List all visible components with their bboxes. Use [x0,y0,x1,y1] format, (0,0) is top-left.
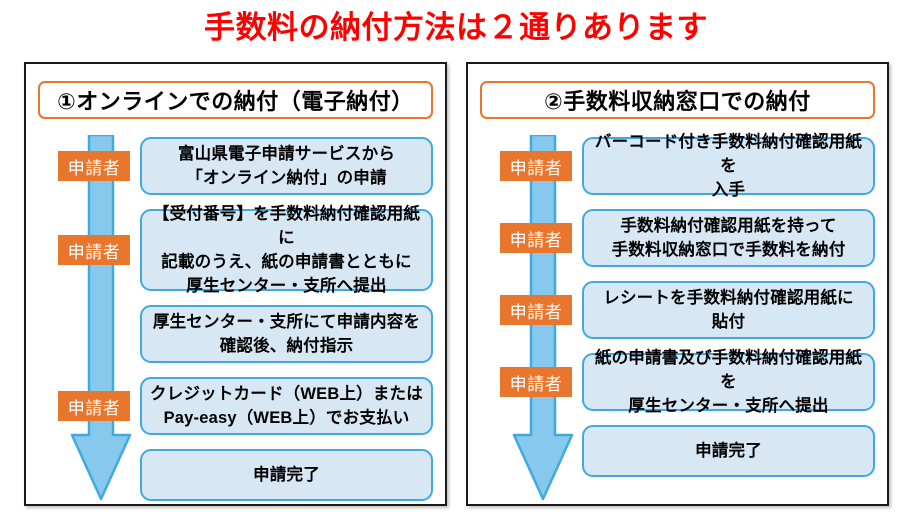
step-row: 申請者 手数料納付確認用紙を持って 手数料収納窓口で手数料を納付 [480,209,875,267]
actor-badge: 申請者 [500,367,572,397]
step-box: 富山県電子申請サービスから 「オンライン納付」の申請 [140,137,433,195]
step-row: 申請者 クレジットカード（WEB上）または Pay-easy（WEB上）でお支払… [38,377,433,435]
step-text: 申請完了 [695,442,762,460]
step-box: 紙の申請書及び手数料納付確認用紙を 厚生センター・支所へ提出 [582,349,875,415]
step-text: クレジットカード（WEB上）または Pay-easy（WEB上）でお支払い [150,385,423,427]
step-box: 厚生センター・支所にて申請内容を 確認後、納付指示 [140,305,433,363]
step-text: 厚生センター・支所にて申請内容を 確認後、納付指示 [152,313,421,355]
step-row: 申請者 紙の申請書及び手数料納付確認用紙を 厚生センター・支所へ提出 [480,349,875,415]
step-box: 申請完了 [582,425,875,477]
step-text: 【受付番号】を手数料納付確認用紙に 記載のうえ、紙の申請書とともに 厚生センター… [152,205,421,295]
step-box: 【受付番号】を手数料納付確認用紙に 記載のうえ、紙の申請書とともに 厚生センター… [140,205,433,295]
online-steps-list: 申請者 富山県電子申請サービスから 「オンライン納付」の申請 申請者 【受付番号… [38,135,433,501]
step-row: 申請者 レシートを手数料納付確認用紙に 貼付 [480,281,875,339]
step-text: 紙の申請書及び手数料納付確認用紙を 厚生センター・支所へ提出 [594,349,863,415]
panel-online-payment: ①オンラインでの納付（電子納付） 申請者 富山県電子申請サービスから 「オンライ… [24,62,447,506]
step-box: クレジットカード（WEB上）または Pay-easy（WEB上）でお支払い [140,377,433,435]
actor-badge: 申請者 [58,391,130,421]
step-row: 厚生センター・支所にて申請内容を 確認後、納付指示 [38,305,433,363]
counter-steps-list: 申請者 バーコード付き手数料納付確認用紙を 入手 申請者 手数料納付確認用紙を持… [480,133,875,496]
step-row: 申請者 【受付番号】を手数料納付確認用紙に 記載のうえ、紙の申請書とともに 厚生… [38,205,433,295]
step-row-complete: 申請完了 [38,449,433,501]
step-row: 申請者 富山県電子申請サービスから 「オンライン納付」の申請 [38,137,433,195]
actor-badge: 申請者 [58,235,130,265]
step-text: バーコード付き手数料納付確認用紙を 入手 [594,133,863,199]
panel-counter-header: ②手数料収納窓口での納付 [480,81,875,119]
step-box: 申請完了 [140,449,433,501]
step-row: 申請者 バーコード付き手数料納付確認用紙を 入手 [480,133,875,199]
step-text: 申請完了 [253,466,320,484]
step-box: バーコード付き手数料納付確認用紙を 入手 [582,133,875,199]
actor-badge: 申請者 [500,151,572,181]
step-text: 手数料納付確認用紙を持って 手数料収納窓口で手数料を納付 [611,217,846,259]
page-title: 手数料の納付方法は２通りあります [204,10,708,45]
actor-badge: 申請者 [58,151,130,181]
panel-counter-payment: ②手数料収納窓口での納付 申請者 バーコード付き手数料納付確認用紙を 入手 申請… [466,62,889,506]
step-text: レシートを手数料納付確認用紙に 貼付 [603,289,854,331]
panel-online-header: ①オンラインでの納付（電子納付） [38,81,433,119]
actor-badge: 申請者 [500,295,572,325]
step-text: 富山県電子申請サービスから 「オンライン納付」の申請 [177,145,396,187]
step-box: レシートを手数料納付確認用紙に 貼付 [582,281,875,339]
step-box: 手数料納付確認用紙を持って 手数料収納窓口で手数料を納付 [582,209,875,267]
step-row-complete: 申請完了 [480,425,875,477]
actor-badge: 申請者 [500,223,572,253]
